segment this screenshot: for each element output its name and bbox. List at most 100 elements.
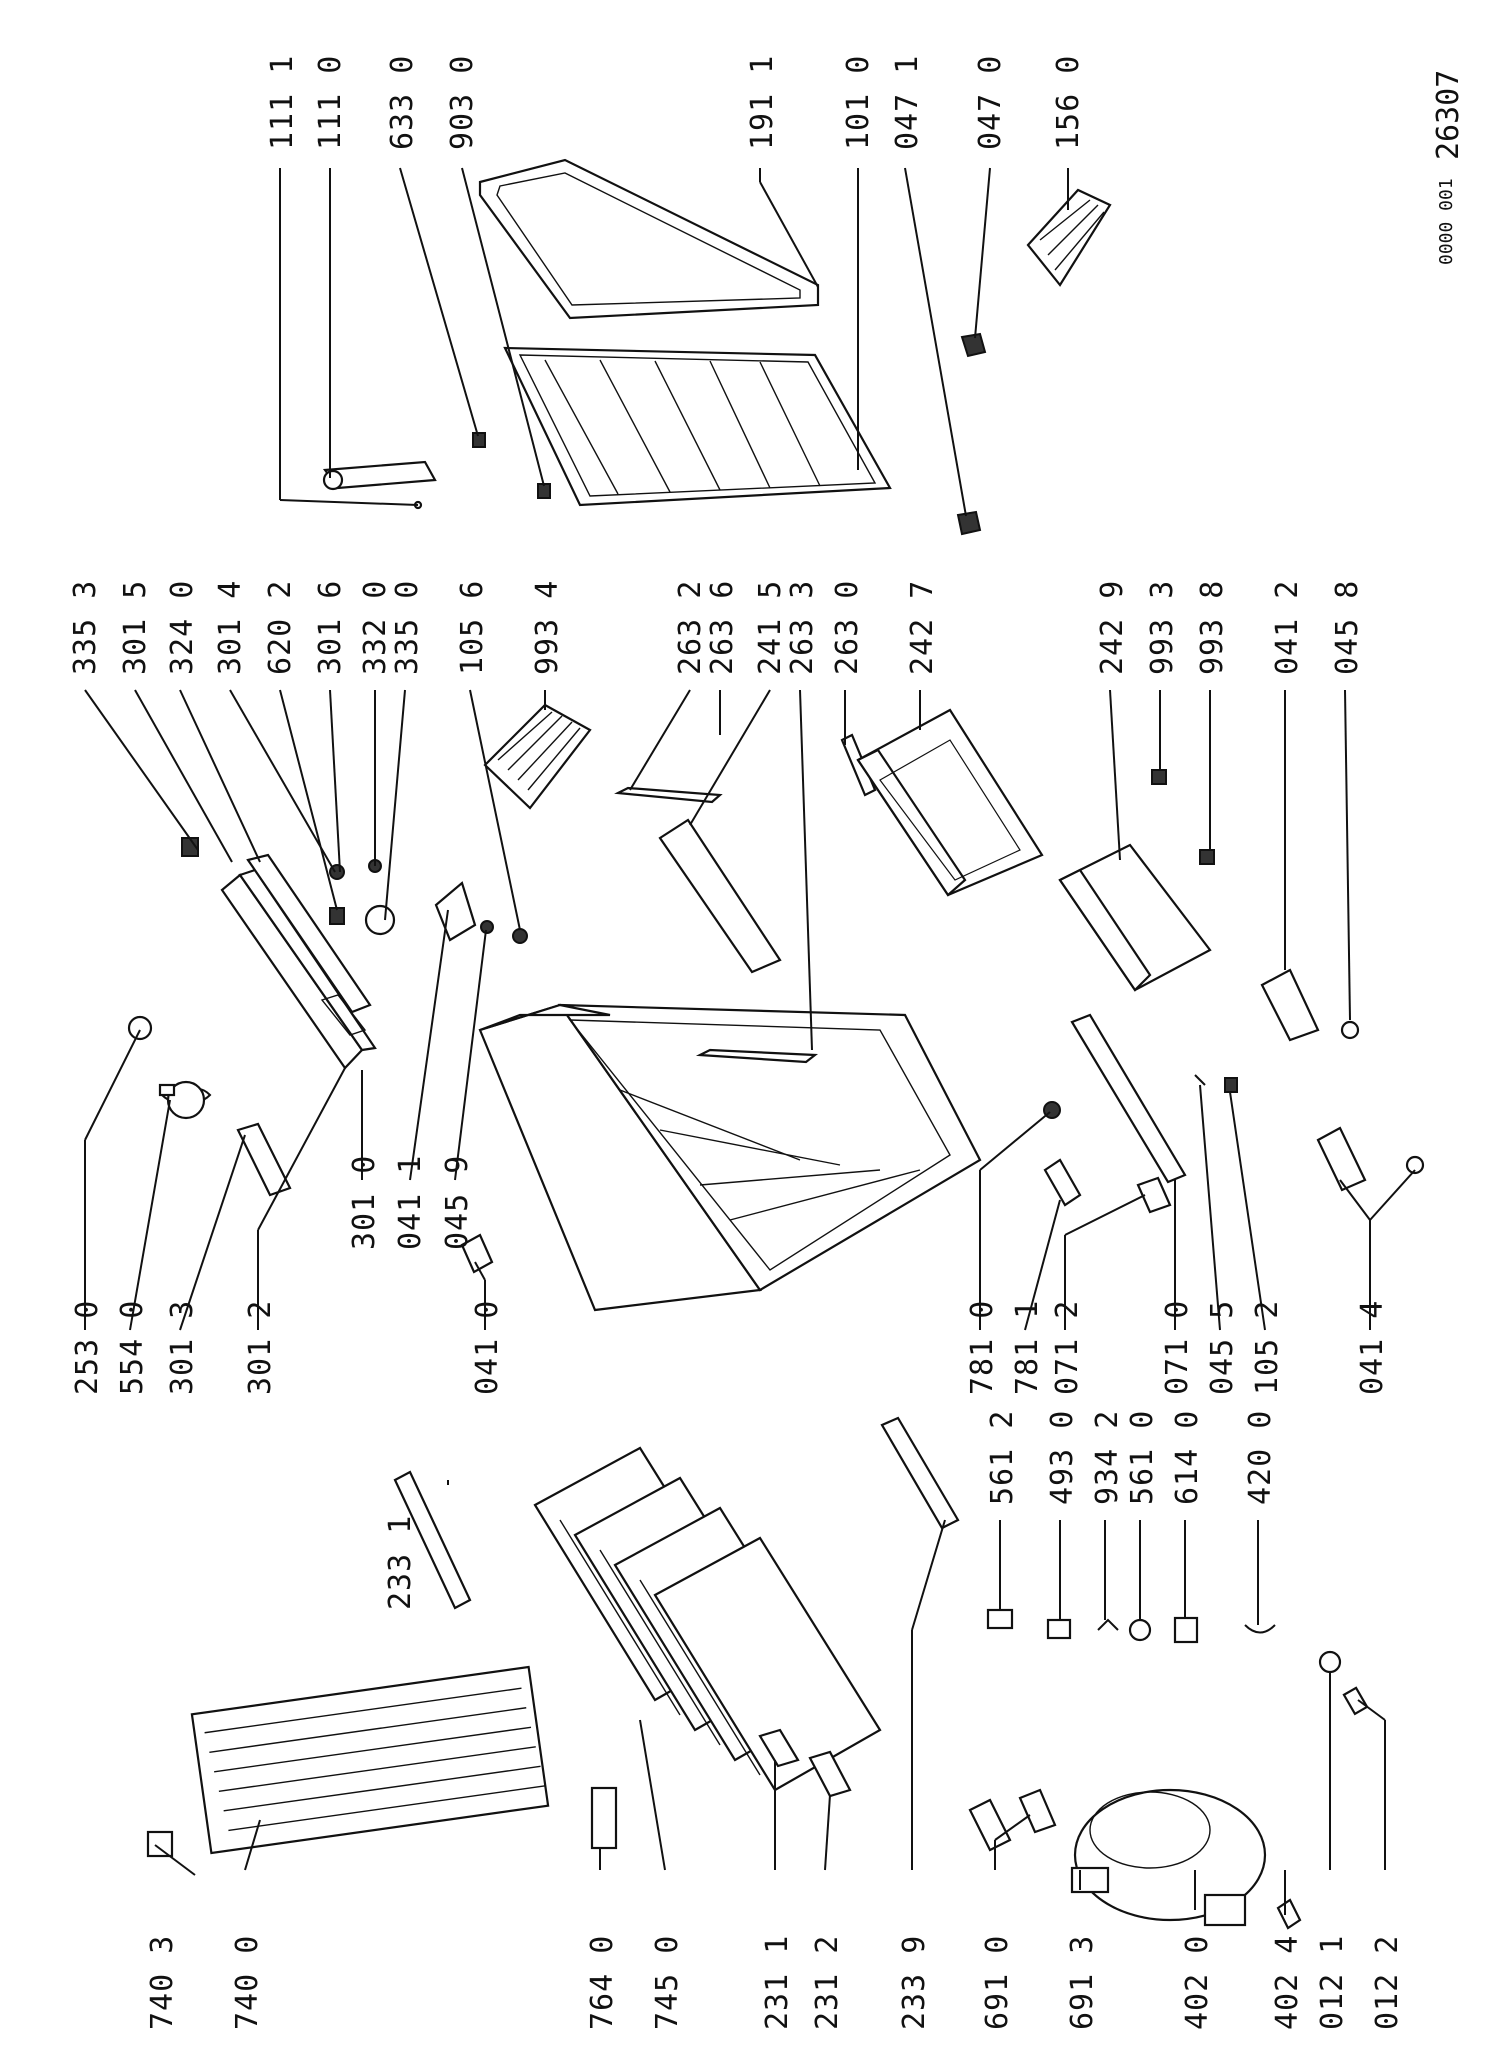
- control-panel-part: [220, 853, 377, 1070]
- label-253-0: 253 0: [70, 1300, 105, 1395]
- label-781-1: 781 1: [1010, 1300, 1045, 1395]
- part-561-0-shape: [1128, 1618, 1152, 1642]
- label-233-9: 233 9: [897, 1935, 932, 2030]
- label-420-0: 420 0: [1243, 1410, 1278, 1505]
- shelf-rails-part: [614, 733, 877, 1064]
- label-301-4: 301 4: [213, 580, 248, 675]
- upper-drawer-part: [856, 708, 1044, 897]
- label-335-0: 335 0: [390, 580, 425, 675]
- label-041-1: 041 1: [393, 1155, 428, 1250]
- label-335-3: 335 3: [68, 580, 103, 675]
- part-993-3-shape: [1151, 769, 1167, 785]
- part-781-1-shape: [1043, 1158, 1082, 1207]
- label-263-6: 263 6: [705, 580, 740, 675]
- label-111-0: 111 0: [313, 55, 348, 150]
- part-labels: 111 1 111 0 633 0 903 0 191 1 101 0 047 …: [68, 55, 1466, 2030]
- label-301-5: 301 5: [118, 580, 153, 675]
- label-301-6: 301 6: [313, 580, 348, 675]
- part-402-4-shape: [1276, 1898, 1302, 1930]
- part-633-0-shape: [472, 432, 486, 448]
- label-045-8: 045 8: [1330, 580, 1365, 675]
- label-047-0: 047 0: [973, 55, 1008, 150]
- leader-lines: [84, 167, 1416, 1915]
- rail-233-1-shape: [393, 1470, 472, 1610]
- part-045-8-shape: [1340, 1020, 1360, 1040]
- lower-drawer-part: [1058, 843, 1212, 992]
- part-105-6-shape: [512, 928, 528, 944]
- lamp-cover-part: [483, 703, 592, 810]
- egg-tray-part: [1026, 188, 1112, 287]
- label-740-0: 740 0: [230, 1935, 265, 2030]
- part-231-1-shape: [758, 1728, 800, 1768]
- door-part: [503, 346, 892, 507]
- label-493-0: 493 0: [1045, 1410, 1080, 1505]
- evaporator-shelves-part: [533, 1446, 882, 1792]
- part-012-2-shape: [1342, 1686, 1369, 1716]
- part-691-0b-shape: [1018, 1788, 1057, 1834]
- label-332-0: 332 0: [358, 580, 393, 675]
- part-934-2-shape: [1097, 1618, 1119, 1631]
- label-301-0: 301 0: [347, 1155, 382, 1250]
- label-745-0: 745 0: [650, 1935, 685, 2030]
- label-263-0: 263 0: [830, 580, 865, 675]
- part-041-0-shape: [460, 1233, 494, 1274]
- label-993-3: 993 3: [1145, 580, 1180, 675]
- label-041-0: 041 0: [470, 1300, 505, 1395]
- label-614-0: 614 0: [1170, 1410, 1205, 1505]
- part-045-9-shape: [480, 920, 494, 934]
- label-740-3: 740 3: [145, 1935, 180, 2030]
- kickplate-part: [1070, 1013, 1187, 1184]
- label-554-0: 554 0: [115, 1300, 150, 1395]
- label-242-9: 242 9: [1095, 580, 1130, 675]
- label-105-6: 105 6: [455, 580, 490, 675]
- rail-233-9-shape: [880, 1416, 960, 1530]
- label-071-0: 071 0: [1160, 1300, 1195, 1395]
- compressor-part: [1073, 1788, 1267, 1927]
- part-047-1-shape: [956, 510, 982, 536]
- part-420-0-shape: [1244, 1624, 1276, 1634]
- label-231-1: 231 1: [760, 1935, 795, 2030]
- top-hinge-part: [322, 460, 437, 510]
- label-111-1: 111 1: [265, 55, 300, 150]
- label-012-1: 012 1: [1315, 1935, 1350, 2030]
- part-493-0-shape: [1046, 1618, 1072, 1640]
- thermostat-part: [127, 1015, 212, 1120]
- label-231-2: 231 2: [810, 1935, 845, 2030]
- cabinet-body-part: [478, 1003, 982, 1312]
- part-047-0-shape: [960, 332, 987, 358]
- label-691-3: 691 3: [1065, 1935, 1100, 2030]
- part-620-2-shape: [329, 907, 345, 925]
- part-614-0-shape: [1173, 1616, 1199, 1644]
- label-301-3: 301 3: [165, 1300, 200, 1395]
- part-041-4-screw-shape: [1405, 1155, 1425, 1175]
- drawing-number: 26307: [1431, 70, 1466, 160]
- label-071-2: 071 2: [1050, 1300, 1085, 1395]
- label-402-0: 402 0: [1180, 1935, 1215, 2030]
- label-041-2: 041 2: [1270, 580, 1305, 675]
- label-242-7: 242 7: [905, 580, 940, 675]
- label-241-5: 241 5: [753, 580, 788, 675]
- label-633-0: 633 0: [385, 55, 420, 150]
- label-402-4: 402 4: [1270, 1935, 1305, 2030]
- label-263-3: 263 3: [785, 580, 820, 675]
- label-561-2: 561 2: [985, 1410, 1020, 1505]
- label-012-2: 012 2: [1370, 1935, 1405, 2030]
- label-263-2: 263 2: [673, 580, 708, 675]
- part-561-2-shape: [986, 1608, 1014, 1630]
- label-691-0: 691 0: [980, 1935, 1015, 2030]
- label-993-4: 993 4: [530, 580, 565, 675]
- drawing-code: 0000 001: [1436, 178, 1457, 265]
- label-047-1: 047 1: [890, 55, 925, 150]
- label-781-0: 781 0: [965, 1300, 1000, 1395]
- label-101-0: 101 0: [841, 55, 876, 150]
- condenser-part: [190, 1665, 550, 1855]
- label-301-2: 301 2: [243, 1300, 278, 1395]
- label-045-9: 045 9: [440, 1155, 475, 1250]
- part-231-2-shape: [808, 1750, 852, 1798]
- part-041-2-shape: [1260, 968, 1320, 1042]
- part-012-1-shape: [1318, 1650, 1342, 1674]
- label-041-4: 041 4: [1355, 1300, 1390, 1395]
- label-993-8: 993 8: [1195, 580, 1230, 675]
- label-045-5: 045 5: [1205, 1300, 1240, 1395]
